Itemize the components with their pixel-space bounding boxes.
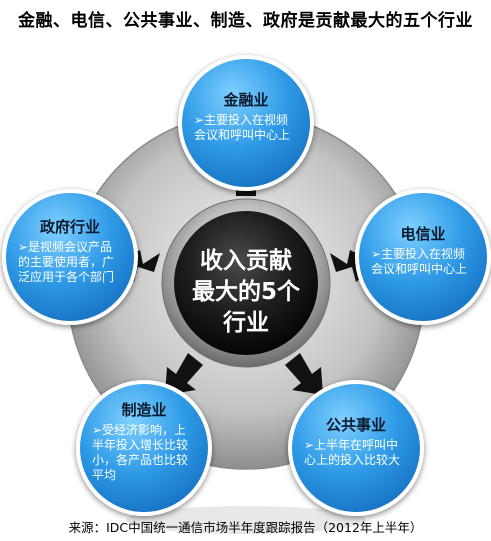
center-line-2: 最大的5个 — [191, 279, 300, 305]
node-public-utilities: 公共事业 ➢上半年在呼叫中心上的投入比较大 — [288, 380, 424, 516]
ring-reflection — [126, 506, 366, 534]
page-title: 金融、电信、公共事业、制造、政府是贡献最大的五个行业 — [18, 11, 473, 31]
arrow-lower-right — [285, 353, 323, 395]
node-telecom-desc: ➢主要投入在视频会议和呼叫中心上 — [371, 247, 468, 276]
node-government: 政府行业 ➢是视频会议产品的主要使用者，广泛应用于各个部门 — [2, 189, 138, 325]
node-government-desc: ➢是视频会议产品的主要使用者，广泛应用于各个部门 — [18, 239, 115, 284]
center-line-1: 收入贡献 — [200, 248, 292, 274]
center-line-3: 行业 — [223, 310, 269, 336]
node-public-utilities-title: 公共事业 — [325, 416, 386, 434]
arrow-lower-left — [165, 353, 203, 395]
node-finance: 金融业 ➢主要投入在视频会议和呼叫中心上 — [178, 55, 314, 191]
node-manufacturing-title: 制造业 — [121, 401, 167, 419]
center-hub-label: 收入贡献 最大的5个 行业 — [173, 246, 319, 339]
node-government-title: 政府行业 — [39, 217, 100, 236]
hub-inner — [174, 211, 318, 355]
node-manufacturing-desc: ➢受经济影响，上半年投入增长比较小，各产品也比较平均 — [92, 423, 189, 482]
node-finance-desc: ➢主要投入在视频会议和呼叫中心上 — [194, 113, 291, 142]
node-manufacturing: 制造业 ➢受经济影响，上半年投入增长比较小，各产品也比较平均 — [76, 380, 212, 516]
node-telecom-title: 电信业 — [400, 225, 446, 243]
node-finance-title: 金融业 — [223, 91, 269, 109]
source-note: 来源：IDC中国统一通信市场半年度跟踪报告（2012年上半年） — [68, 520, 423, 535]
node-public-utilities-desc: ➢上半年在呼叫中心上的投入比较大 — [304, 438, 401, 467]
node-telecom: 电信业 ➢主要投入在视频会议和呼叫中心上 — [355, 189, 491, 325]
